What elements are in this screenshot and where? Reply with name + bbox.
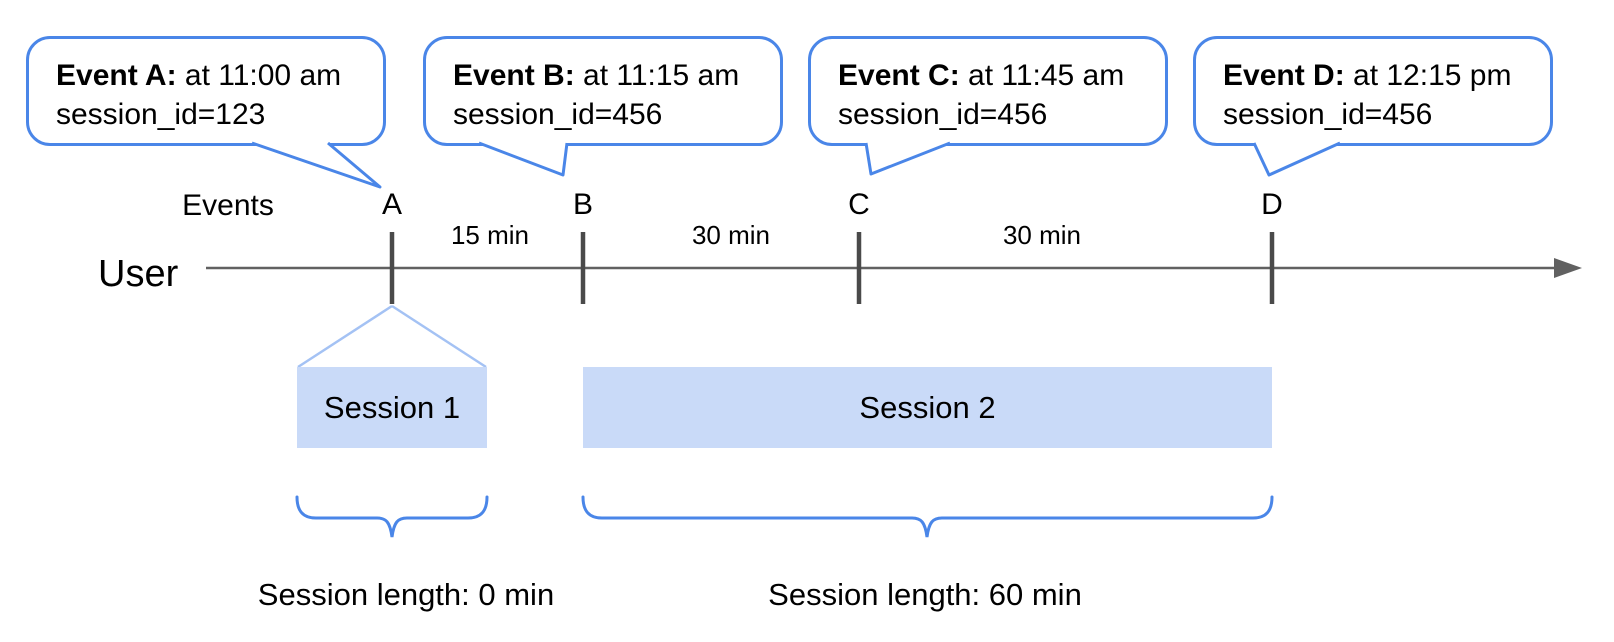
event-b-title-line: Event B: at 11:15 am (453, 56, 772, 95)
event-d-callout-bubble: Event D: at 12:15 pm session_id=456 (1193, 36, 1553, 146)
event-d-session-id: session_id=456 (1223, 98, 1433, 131)
session-1-box: Session 1 (297, 367, 487, 448)
event-c-title-bold: Event C: (838, 59, 960, 92)
event-b-callout-bubble: Event B: at 11:15 am session_id=456 (423, 36, 783, 146)
event-d-callout-tail (1252, 141, 1341, 177)
event-letter-c: C (848, 188, 870, 221)
event-c-callout-tail (864, 141, 951, 176)
events-row-label: Events (182, 189, 274, 222)
funnel-line-left (297, 304, 393, 369)
event-letter-d: D (1261, 188, 1283, 221)
interval-label-a-b: 15 min (450, 220, 530, 250)
event-a-callout-tail (251, 141, 382, 189)
event-d-callout-text: Event D: at 12:15 pm session_id=456 (1196, 39, 1550, 134)
session-1-label: Session 1 (323, 389, 461, 425)
event-d-title-line: Event D: at 12:15 pm (1223, 56, 1542, 95)
event-c-title-rest: at 11:45 am (959, 59, 1125, 92)
session-2-label: Session 2 (859, 389, 996, 425)
event-letter-a: A (381, 188, 403, 221)
event-c-title-line: Event C: at 11:45 am (838, 56, 1157, 95)
event-b-title-rest: at 11:15 am (574, 59, 740, 92)
event-c-session-id: session_id=456 (838, 98, 1048, 131)
event-letter-b: B (572, 188, 594, 221)
event-a-title-line: Event A: at 11:00 am (56, 56, 375, 95)
event-a-callout-text: Event A: at 11:00 am session_id=123 (29, 39, 383, 134)
brace-session-1 (295, 495, 489, 538)
session-1-length-caption: Session length: 0 min (257, 577, 555, 612)
event-c-callout-text: Event C: at 11:45 am session_id=456 (811, 39, 1165, 134)
brace-session-2 (581, 495, 1274, 538)
event-c-callout-bubble: Event C: at 11:45 am session_id=456 (808, 36, 1168, 146)
event-a-session-id: session_id=123 (56, 98, 266, 131)
event-d-title-rest: at 12:15 pm (1344, 59, 1512, 92)
event-a-title-bold: Event A: (56, 59, 177, 92)
user-axis-label: User (98, 253, 179, 295)
funnel-line-right (391, 304, 487, 369)
interval-label-b-c: 30 min (691, 220, 771, 250)
event-a-callout-bubble: Event A: at 11:00 am session_id=123 (26, 36, 386, 146)
timeline-arrowhead-icon (1554, 258, 1582, 278)
event-d-title-bold: Event D: (1223, 59, 1345, 92)
event-b-callout-tail (478, 141, 569, 177)
event-a-title-rest: at 11:00 am (176, 59, 342, 92)
session-2-box: Session 2 (583, 367, 1272, 448)
event-b-callout-text: Event B: at 11:15 am session_id=456 (426, 39, 780, 134)
interval-label-c-d: 30 min (1002, 220, 1082, 250)
event-b-session-id: session_id=456 (453, 98, 663, 131)
event-b-title-bold: Event B: (453, 59, 575, 92)
session-2-length-caption: Session length: 60 min (768, 577, 1082, 612)
